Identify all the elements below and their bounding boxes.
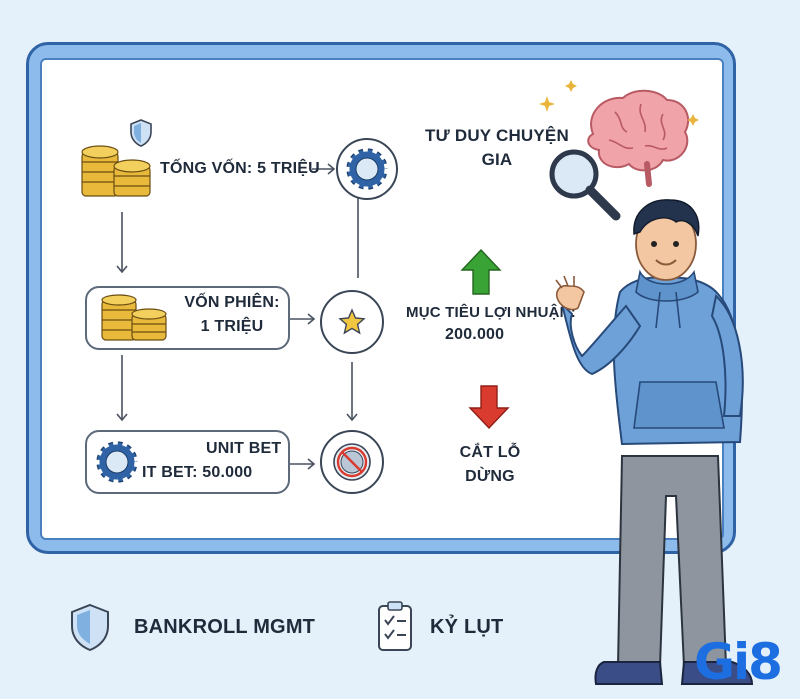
profit-target-line1: MỤC TIÊU LỢI NHUẬN: [406,304,576,321]
unit-bet-line1: UNIT BET [206,440,282,457]
shield-icon [130,119,152,147]
star-icon [338,308,366,335]
expert-mindset-label: TƯ DUY CHUYỆN GIA [412,124,582,172]
presenter-illustration [555,199,754,685]
session-capital-line1: VỐN PHIÊN: [184,294,280,311]
down-arrow-icon [468,385,510,430]
stop-loss-line2: DỪNG [465,468,515,485]
discipline-label: KỶ LỤT [430,616,504,638]
unit-bet-line2: IT BET: 50.000 [142,464,253,481]
poker-chip-icon [94,439,140,485]
up-arrow-icon [460,248,502,295]
clipboard-icon [378,601,412,651]
magnifier-icon [549,149,621,221]
shield-icon [71,603,109,652]
brain-icon [539,80,699,187]
brand-logo: Gi8 [694,633,783,691]
session-capital-line2: 1 TRIỆU [200,318,264,335]
coins-icon [81,145,151,197]
unit-bet-box [85,430,290,494]
stop-loss-line1: CẮT LỖ [459,444,521,461]
coins-icon [101,294,167,341]
poker-chip-icon [344,146,390,192]
profit-target-line2: 200.000 [445,326,505,343]
expert-mindset-text: TƯ DUY CHUYỆN GIA [425,126,569,169]
bankroll-total-label: TỐNG VỐN: 5 TRIỆU [160,160,320,177]
bankroll-mgmt-label: BANKROLL MGMT [134,616,316,638]
no-sign-icon [333,443,371,481]
